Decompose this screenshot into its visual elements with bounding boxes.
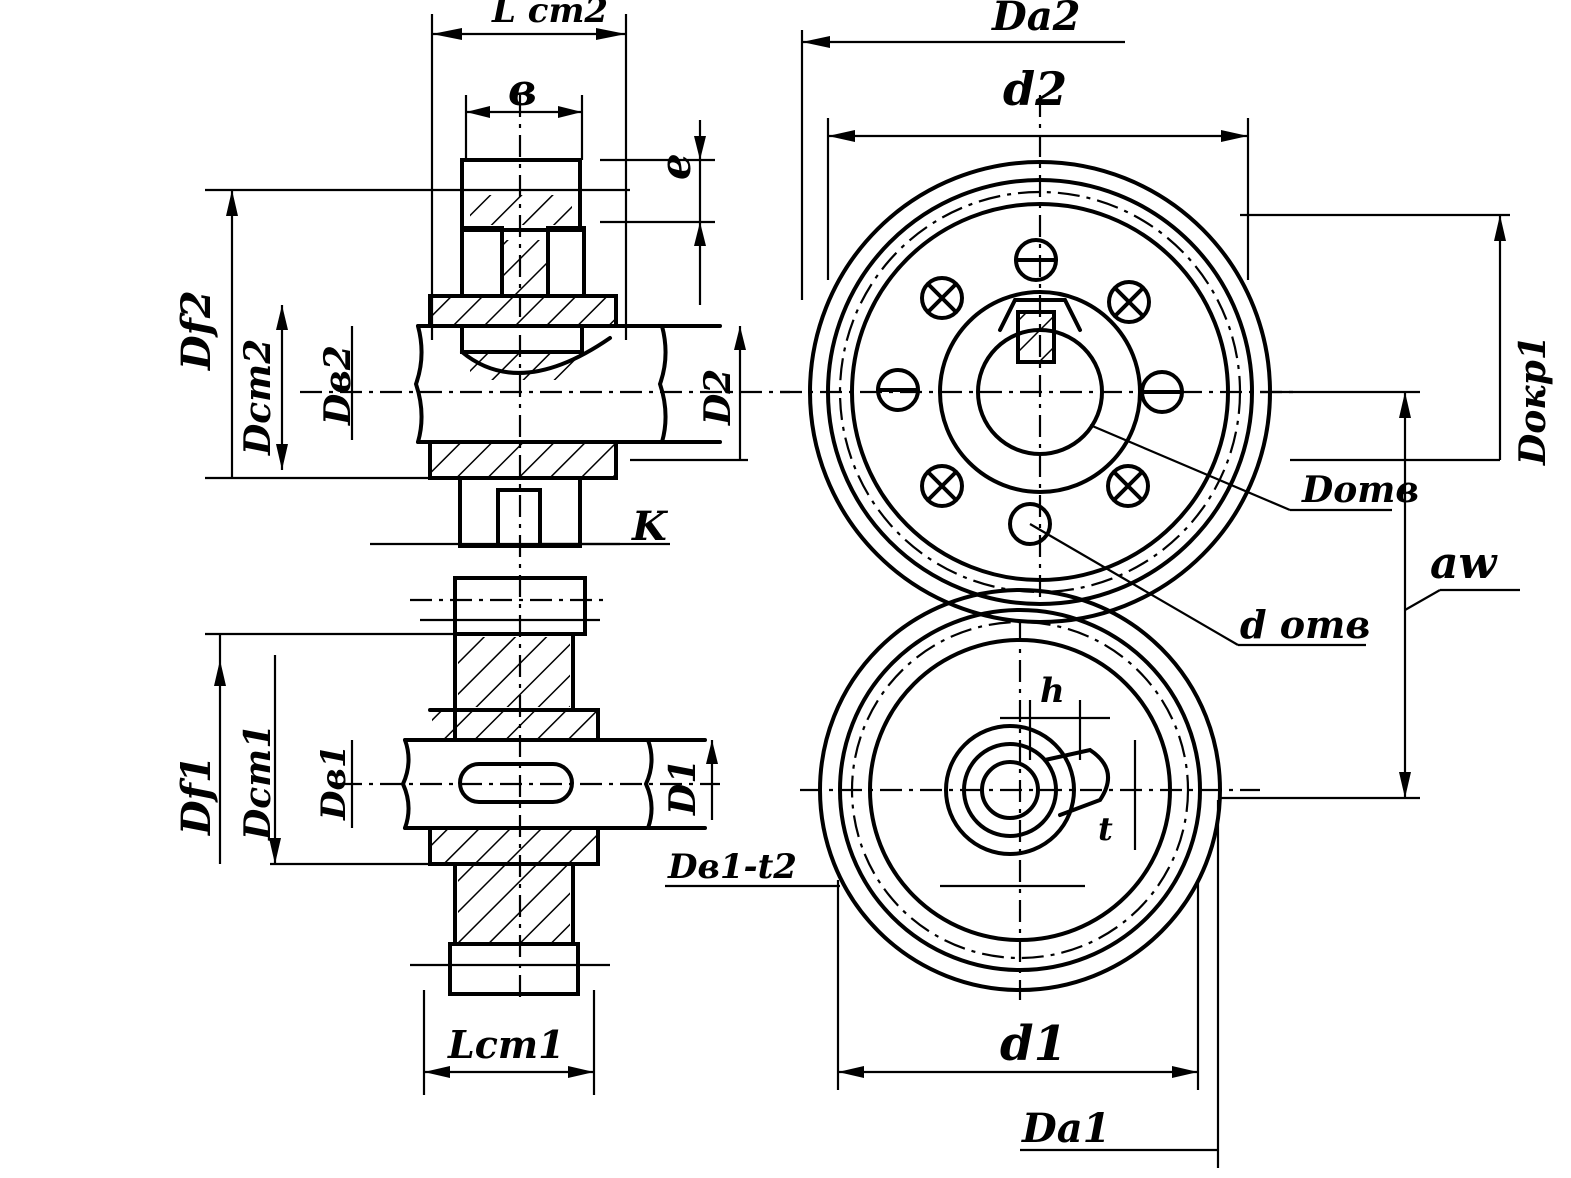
- label-k: K: [631, 503, 669, 550]
- section-view: L ст2 в e Df2 Dст2 Dв2 D2 K Df1 Dст1 Dв1…: [173, 0, 790, 1095]
- label-dokr1: Dокр1: [1512, 335, 1554, 466]
- label-df1: Df1: [173, 755, 220, 836]
- label-dotv: Dотв: [1301, 469, 1419, 511]
- label-d-otv: d отв: [1240, 602, 1370, 647]
- lower-wheel: [818, 588, 1222, 992]
- label-da2: Da2: [991, 0, 1080, 40]
- front-dimensions: [665, 30, 1520, 1168]
- label-e: e: [651, 153, 700, 180]
- label-d2-shaft: D2: [697, 369, 739, 426]
- label-db1-minus-t2: Dв1-t2: [667, 847, 797, 887]
- label-h: h: [1040, 671, 1065, 711]
- label-df2: Df2: [173, 290, 220, 371]
- label-l-st2: L ст2: [491, 0, 608, 31]
- label-dst2: Dст2: [237, 339, 279, 456]
- label-db2: Dв2: [317, 345, 359, 426]
- label-b: в: [508, 65, 537, 116]
- lower-gear-section: [340, 632, 720, 996]
- label-l-st1: Lст1: [447, 1022, 565, 1067]
- mesh-zone: [370, 476, 620, 636]
- bolt-holes: [876, 238, 1184, 546]
- label-t: t: [1098, 810, 1113, 848]
- label-db1: Dв1: [314, 745, 354, 821]
- label-aw: aw: [1430, 538, 1499, 589]
- upper-gear-section: [300, 158, 790, 480]
- section-dimensions: [205, 14, 748, 1095]
- front-view: Da2 d2 Dокр1 Dотв aw d отв h t Dв1-t2 d1…: [665, 0, 1554, 1168]
- label-d1-shaft: D1: [662, 759, 704, 816]
- label-d1: d1: [1000, 1016, 1067, 1072]
- label-da1: Da1: [1021, 1105, 1110, 1152]
- label-d2: d2: [1003, 62, 1067, 116]
- label-dst1: Dст1: [237, 724, 279, 841]
